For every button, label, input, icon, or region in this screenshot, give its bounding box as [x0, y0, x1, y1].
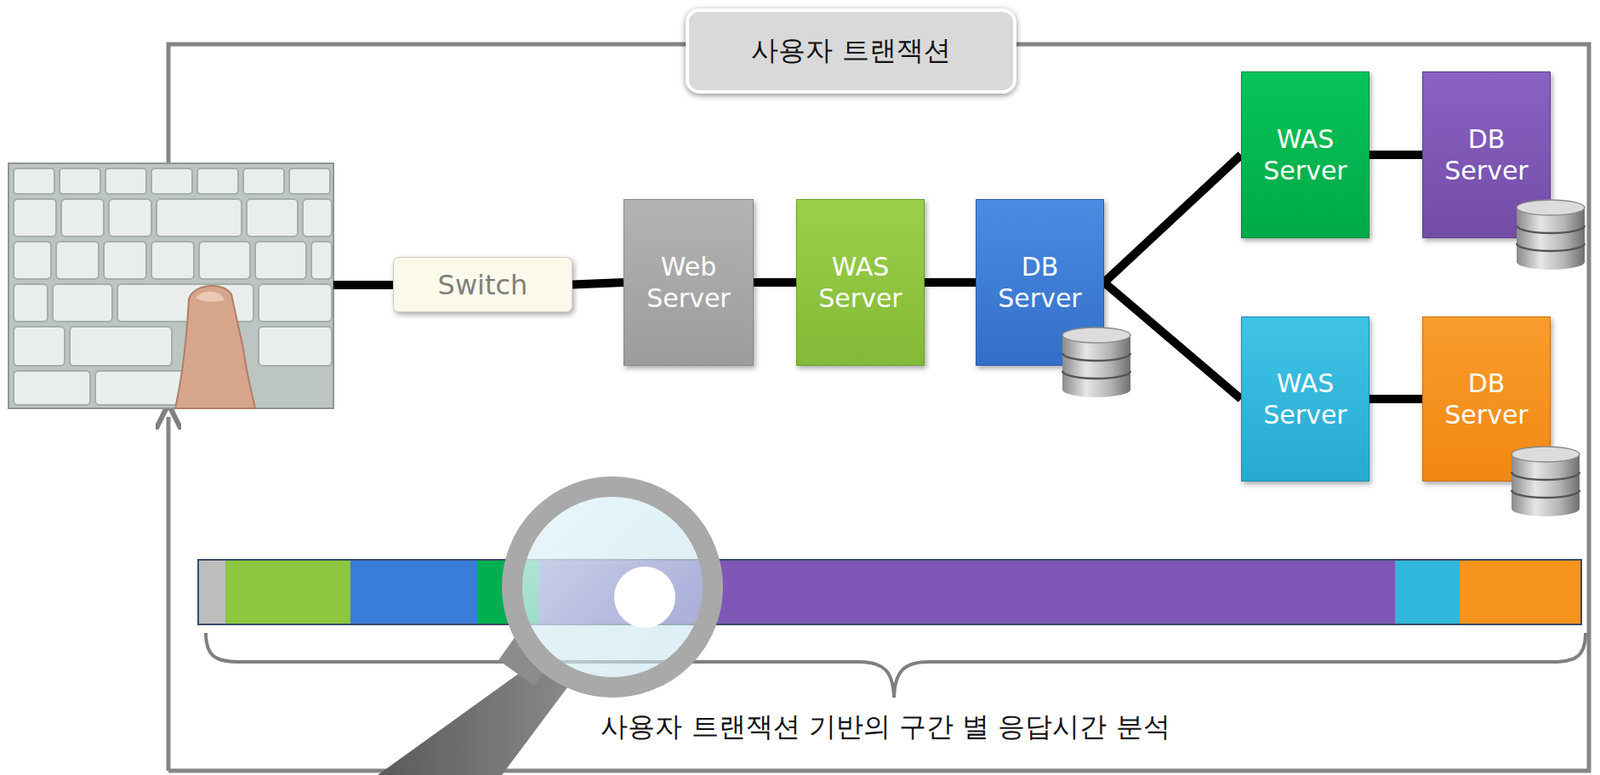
connector-line	[1369, 394, 1423, 404]
title-box: 사용자 트랜잭션	[685, 8, 1017, 94]
connector-line	[572, 282, 624, 285]
response-time-bar	[198, 559, 1582, 625]
connector-line	[753, 278, 797, 287]
server-box: WAS Server	[1241, 71, 1370, 239]
database-icon	[1511, 446, 1580, 517]
transaction-frame	[168, 44, 1589, 771]
connector-line	[924, 278, 976, 287]
node-label: DB Server	[1434, 123, 1540, 188]
keyboard-illustration	[8, 163, 334, 409]
node-label: WAS Server	[1252, 123, 1359, 188]
bracket	[205, 632, 1586, 698]
server-box: WAS Server	[796, 199, 925, 366]
title-text: 사용자 트랜잭션	[751, 32, 951, 70]
node-label: WAS Server	[1252, 367, 1359, 432]
connector-line	[1104, 154, 1242, 283]
node-label: Web Server	[636, 250, 742, 315]
caption-text: 사용자 트랜잭션 기반의 구간 별 응답시간 분석	[595, 708, 1175, 746]
node-label: DB Server	[1434, 367, 1540, 432]
keyboard-wire	[333, 280, 395, 290]
caption-box: 사용자 트랜잭션 기반의 구간 별 응답시간 분석	[460, 706, 1311, 749]
connector-line	[1369, 150, 1423, 160]
switch-box: Switch	[392, 256, 573, 313]
server-box: WAS Server	[1241, 316, 1370, 482]
server-box: Web Server	[623, 199, 754, 366]
database-icon	[1062, 327, 1131, 398]
database-icon	[1516, 199, 1585, 270]
node-label: DB Server	[987, 250, 1094, 315]
node-label: WAS Server	[808, 250, 914, 315]
node-label: Switch	[438, 267, 529, 302]
